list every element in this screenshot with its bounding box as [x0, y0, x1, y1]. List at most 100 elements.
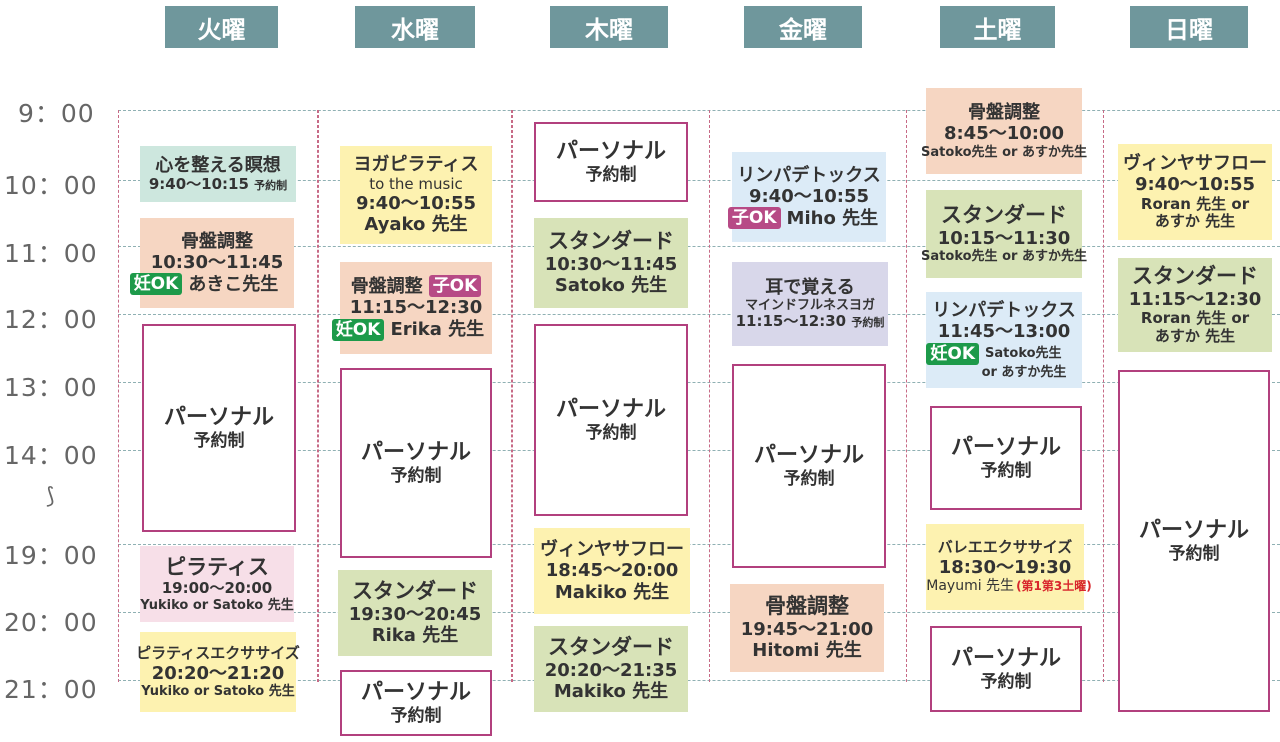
- class-note: (第1第3土曜): [1016, 579, 1092, 594]
- class-title: ヴィンヤサフロー: [1123, 153, 1267, 175]
- class-teacher: Makiko 先生: [554, 581, 670, 603]
- class-title: 耳で覚える: [765, 276, 855, 298]
- personal-sub: 予約制: [585, 422, 637, 443]
- class-block[interactable]: ヨガピラティス to the music 9:40～10:55 Ayako 先生: [340, 146, 492, 244]
- class-teacher-alt: or あすか先生: [981, 364, 1067, 380]
- personal-sub: 予約制: [1168, 543, 1220, 564]
- class-block[interactable]: 骨盤調整 10:30～11:45 妊OK あきこ先生: [129, 218, 294, 308]
- personal-title: パーソナル: [360, 440, 471, 465]
- personal-session-block[interactable]: パーソナル 予約制: [732, 364, 886, 568]
- class-time: 11:15～12:30: [1128, 289, 1262, 311]
- class-time: 19:30～20:45: [348, 604, 482, 626]
- class-title: ヨガピラティス: [353, 154, 479, 176]
- class-time: 19:45～21:00: [740, 619, 874, 641]
- class-title: リンパデトックス: [737, 164, 881, 186]
- personal-title: パーソナル: [950, 646, 1061, 671]
- class-teacher: Rika 先生: [371, 625, 459, 647]
- class-block[interactable]: 骨盤調整 19:45～21:00 Hitomi 先生: [730, 584, 884, 672]
- personal-session-block[interactable]: パーソナル 予約制: [340, 670, 492, 736]
- class-teacher-alt: あすか 先生: [1154, 327, 1236, 345]
- class-teacher: Satoko先生 or あすか先生: [921, 144, 1087, 160]
- class-title: 骨盤調整: [968, 102, 1040, 124]
- class-title: 心を整える瞑想: [155, 154, 281, 176]
- class-block[interactable]: 心を整える瞑想 9:40～10:15 予約制: [140, 146, 296, 202]
- class-teacher: Satoko先生 or あすか先生: [921, 249, 1087, 265]
- personal-title: パーソナル: [555, 397, 666, 422]
- class-teacher: Satoko 先生: [554, 275, 668, 297]
- class-title: スタンダード: [548, 635, 674, 660]
- class-title: スタンダード: [548, 229, 674, 254]
- personal-session-block[interactable]: パーソナル 予約制: [930, 626, 1082, 712]
- column-sat: [906, 110, 1104, 682]
- class-time: 9:40～10:55: [748, 186, 870, 207]
- class-teacher: Yukiko or Satoko 先生: [141, 683, 295, 699]
- class-block[interactable]: バレエエクササイズ 18:30～19:30 Mayumi 先生 (第1第3土曜): [926, 524, 1092, 610]
- class-time: 19:00～20:00: [161, 578, 273, 597]
- class-block[interactable]: 骨盤調整 8:45～10:00 Satoko先生 or あすか先生: [921, 88, 1087, 174]
- column-tue: [118, 110, 318, 682]
- time-label: 9：00: [18, 99, 95, 128]
- personal-session-block[interactable]: パーソナル 予約制: [930, 406, 1082, 510]
- personal-session-block[interactable]: パーソナル 予約制: [534, 122, 688, 202]
- class-teacher: Ayako 先生: [364, 214, 468, 236]
- class-time: 10:15～11:30: [937, 228, 1071, 250]
- class-time: 10:30～11:45: [544, 254, 678, 276]
- personal-session-block[interactable]: パーソナル 予約制: [1118, 370, 1270, 712]
- class-block[interactable]: 耳で覚える マインドフルネスヨガ 11:15～12:30 予約制: [732, 262, 888, 346]
- class-time: 9:40～10:55: [1134, 174, 1256, 196]
- time-label: 20：00: [4, 608, 98, 637]
- class-title: スタンダード: [941, 203, 1067, 228]
- time-label: 21：00: [4, 675, 98, 704]
- teacher-row: Mayumi 先生 (第1第3土曜): [926, 578, 1091, 595]
- class-block[interactable]: スタンダード 10:30～11:45 Satoko 先生: [534, 218, 688, 308]
- personal-title: パーソナル: [1138, 518, 1249, 543]
- class-title: 骨盤調整: [350, 275, 423, 297]
- class-block[interactable]: ピラティス 19:00～20:00 Yukiko or Satoko 先生: [140, 546, 294, 622]
- personal-title: パーソナル: [950, 435, 1061, 460]
- class-time: 9:40～10:15 予約制: [148, 174, 288, 193]
- class-title: ピラティスエクササイズ: [136, 643, 300, 662]
- pregnancy-ok-badge: 妊OK: [926, 342, 980, 365]
- title-row: 骨盤調整 子OK: [350, 275, 482, 298]
- class-time: 20:20～21:20: [151, 662, 285, 684]
- class-time: 8:45～10:00: [943, 123, 1065, 145]
- class-time: 18:45～20:00: [545, 560, 679, 582]
- class-title: ピラティス: [165, 555, 269, 580]
- class-title: リンパデトックス: [932, 300, 1076, 322]
- day-header-wed: 水曜: [355, 6, 475, 48]
- personal-title: パーソナル: [753, 443, 864, 468]
- personal-session-block[interactable]: パーソナル 予約制: [142, 324, 296, 532]
- grid-line: [118, 180, 1280, 181]
- class-block[interactable]: 骨盤調整 子OK 11:15～12:30 妊OK Erika 先生: [331, 262, 492, 354]
- grid-line: [118, 314, 1280, 315]
- teacher-row: 妊OK Satoko先生: [926, 342, 1062, 365]
- class-block[interactable]: スタンダード 10:15～11:30 Satoko先生 or あすか先生: [921, 190, 1087, 278]
- class-teacher: Hitomi 先生: [752, 640, 862, 662]
- class-block[interactable]: スタンダード 11:15～12:30 Roran 先生 or あすか 先生: [1118, 258, 1272, 352]
- personal-session-block[interactable]: パーソナル 予約制: [340, 368, 492, 558]
- class-time: 11:15～12:30 予約制: [735, 312, 885, 331]
- class-block[interactable]: スタンダード 20:20～21:35 Makiko 先生: [534, 626, 688, 712]
- teacher-row: 妊OK あきこ先生: [129, 273, 278, 296]
- personal-sub: 予約制: [980, 671, 1032, 692]
- class-block[interactable]: スタンダード 19:30～20:45 Rika 先生: [338, 570, 492, 656]
- class-block[interactable]: ヴィンヤサフロー 18:45～20:00 Makiko 先生: [534, 528, 690, 614]
- personal-session-block[interactable]: パーソナル 予約制: [534, 324, 688, 516]
- pregnancy-ok-badge: 妊OK: [331, 318, 385, 341]
- class-time: 20:20～21:35: [544, 660, 678, 682]
- class-block[interactable]: ヴィンヤサフロー 9:40～10:55 Roran 先生 or あすか 先生: [1118, 144, 1272, 240]
- class-block[interactable]: リンパデトックス 11:45～13:00 妊OK Satoko先生 or あすか…: [926, 292, 1082, 388]
- day-header-tue: 火曜: [165, 6, 278, 48]
- personal-title: パーソナル: [360, 680, 471, 705]
- day-header-sun: 日曜: [1130, 6, 1248, 48]
- personal-sub: 予約制: [980, 460, 1032, 481]
- column-wed: [318, 110, 512, 682]
- class-block[interactable]: ピラティスエクササイズ 20:20～21:20 Yukiko or Satoko…: [136, 632, 300, 712]
- class-title: 骨盤調整: [765, 594, 849, 619]
- class-subtitle: to the music: [369, 174, 463, 193]
- personal-sub: 予約制: [390, 465, 442, 486]
- class-block[interactable]: リンパデトックス 9:40～10:55 子OK Miho 先生: [727, 152, 886, 242]
- column-thu: [512, 110, 710, 682]
- personal-sub: 予約制: [585, 164, 637, 185]
- time-gap-mark: ⟆: [46, 484, 56, 509]
